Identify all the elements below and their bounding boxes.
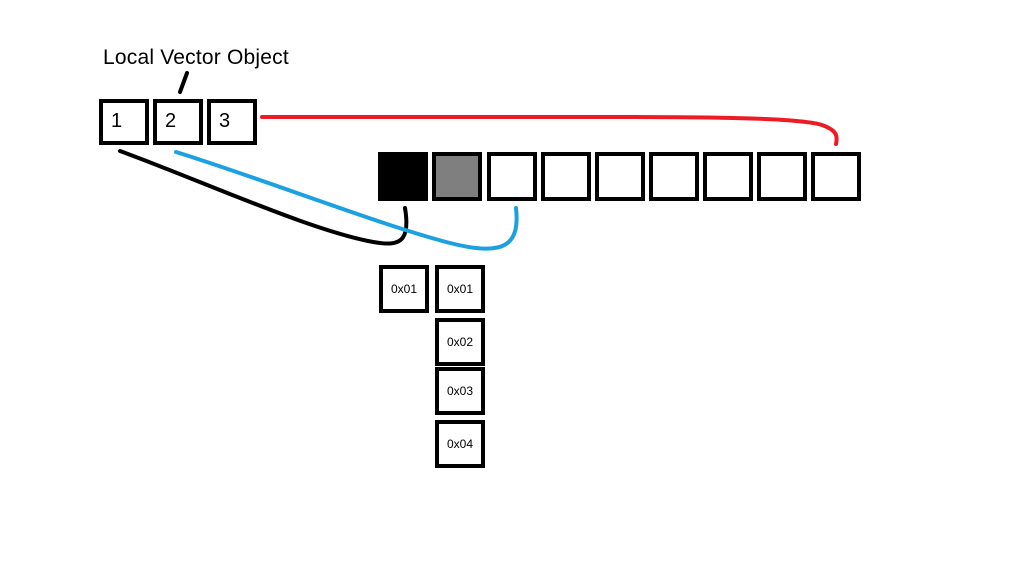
heap-cell-7: [703, 152, 753, 201]
heap-cell-3: [487, 152, 537, 201]
vector-object-cell-label: 2: [165, 110, 177, 132]
pointer-3-line: [260, 115, 839, 146]
diagram-title: Local Vector Object: [103, 46, 289, 69]
memory-address-label: 0x04: [447, 437, 474, 451]
memory-block-2-cell-2: 0x02: [435, 318, 485, 366]
vector-object-cell-label: 3: [219, 110, 231, 132]
memory-address-label: 0x01: [447, 282, 474, 296]
heap-cell-1: [378, 152, 428, 201]
heap-cell-2: [432, 152, 482, 201]
memory-block-1-cell-1: 0x01: [379, 265, 429, 313]
vector-object-cell-1: 1: [99, 99, 149, 145]
memory-address-label: 0x03: [447, 384, 474, 398]
memory-address-label: 0x02: [447, 335, 474, 349]
memory-block-2-cell-3: 0x03: [435, 367, 485, 415]
heap-cell-4: [541, 152, 591, 201]
heap-cell-5: [595, 152, 645, 201]
title-leader-line: [178, 71, 189, 94]
memory-block-2-cell-4: 0x04: [435, 420, 485, 468]
memory-address-label: 0x01: [391, 282, 418, 296]
heap-cell-6: [649, 152, 699, 201]
memory-block-2-cell-1: 0x01: [435, 265, 485, 313]
vector-object-cell-2: 2: [153, 99, 203, 145]
pointer-1-line: [118, 149, 409, 246]
pointer-2-line: [174, 150, 519, 251]
vector-object-cell-label: 1: [111, 110, 123, 132]
vector-object-cell-3: 3: [207, 99, 257, 145]
heap-cell-8: [757, 152, 807, 201]
heap-cell-9: [811, 152, 861, 201]
